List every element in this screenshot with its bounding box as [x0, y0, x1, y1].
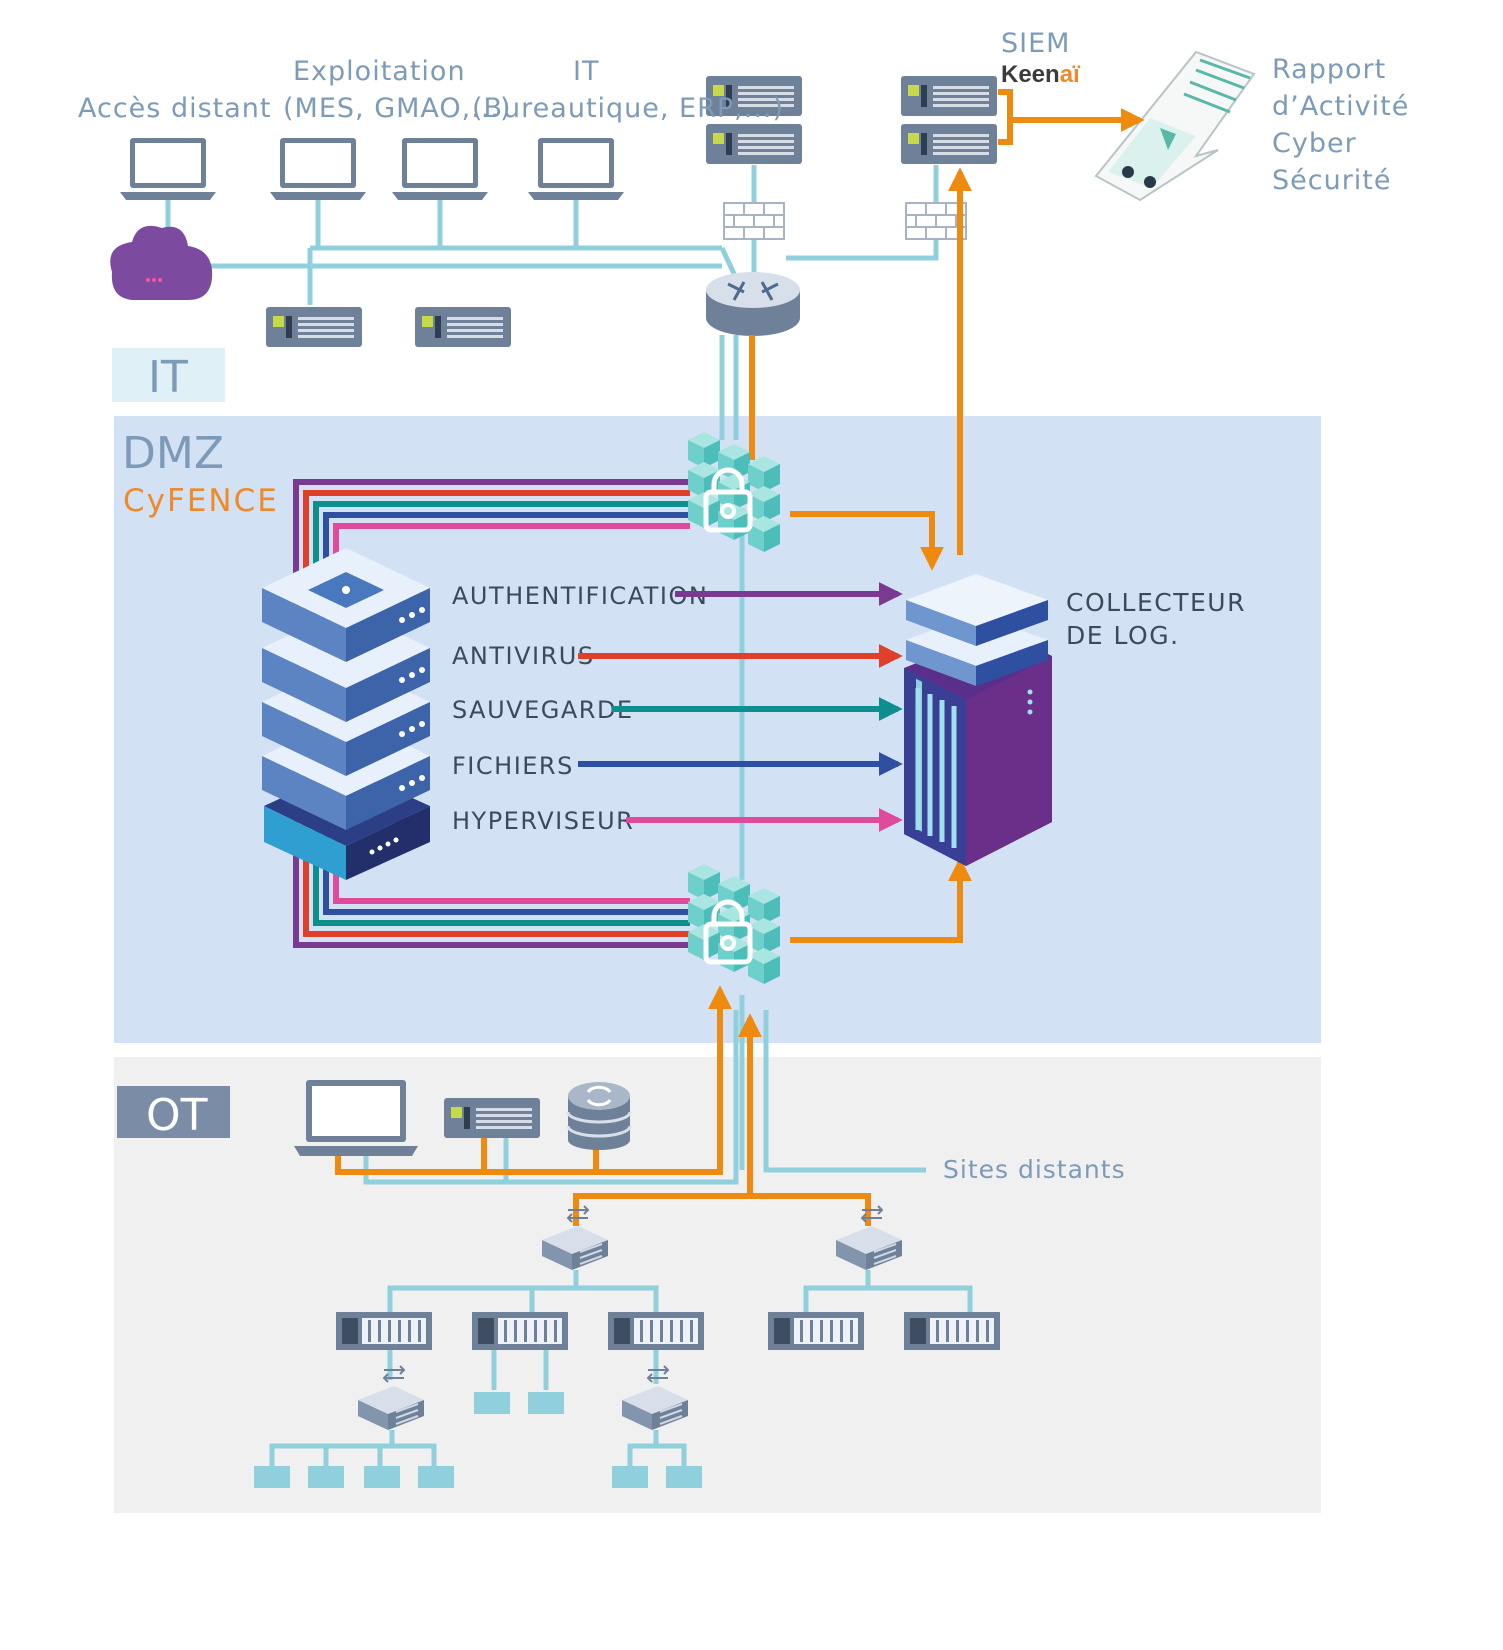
ot-laptop-icon: [294, 1080, 418, 1156]
report-line-1: Rapport: [1272, 54, 1386, 85]
flow-label-antivirus: ANTIVIRUS: [452, 642, 595, 670]
flow-label-authentification: AUTHENTIFICATION: [452, 582, 708, 610]
it-server-2-icon: [415, 307, 511, 347]
remote-sites-label: Sites distants: [943, 1155, 1126, 1184]
ot-server-icon: [444, 1098, 540, 1138]
report-line-4: Sécurité: [1272, 165, 1392, 196]
ot-zone-label: OT: [146, 1090, 208, 1141]
collector-label-line-1: COLLECTEUR: [1066, 588, 1246, 617]
firewall-1-icon: [723, 202, 785, 240]
log-collector-icon: [904, 574, 1052, 866]
flow-hyperviseur: HYPERVISEUR: [452, 807, 903, 835]
it-zone-label: IT: [148, 352, 188, 403]
ot-zone-label-box: [117, 1086, 230, 1138]
flow-fichiers: FICHIERS: [452, 752, 903, 780]
siem-server-2-icon: [901, 124, 997, 164]
router-icon: [706, 272, 800, 336]
dmz-mirror-server-2-icon: [706, 124, 802, 164]
report-line-3: Cyber: [1272, 128, 1357, 159]
plc-4-icon: [768, 1312, 864, 1350]
flow-antivirus: ANTIVIRUS: [452, 642, 903, 670]
plc-3-icon: [608, 1312, 704, 1350]
flow-label-hyperviseur: HYPERVISEUR: [452, 807, 634, 835]
exploitation-laptop-1-icon: [270, 138, 366, 200]
siem-server-1-icon: [901, 76, 997, 116]
remote-access-laptop-icon: [120, 138, 216, 200]
report-document-icon: [1094, 50, 1256, 202]
ot-network-lines: [269, 1010, 973, 1466]
server-stack-icon: [262, 548, 430, 880]
it-sub-label: (Bureautique, ERP,...): [472, 93, 784, 124]
ot-database-icon: [566, 1082, 632, 1150]
plc-1-icon: [336, 1312, 432, 1350]
lower-diode-to-collector-line: [790, 857, 972, 943]
it-title-label: IT: [573, 56, 599, 87]
cloud-icon: [110, 225, 213, 300]
field-device-6-icon: [418, 1466, 454, 1488]
flow-label-fichiers: FICHIERS: [452, 752, 574, 780]
flow-label-sauvegarde: SAUVEGARDE: [452, 696, 634, 724]
keenai-logo: Keenaï: [1001, 61, 1081, 88]
it-network-lines: [165, 165, 939, 1170]
field-device-1-icon: [474, 1392, 510, 1414]
remote-access-label: Accès distant: [78, 93, 271, 124]
flow-sauvegarde: SAUVEGARDE: [452, 696, 903, 724]
siem-label: SIEM: [1001, 28, 1070, 59]
dmz-zone-label: DMZ: [122, 428, 224, 479]
plc-2-icon: [472, 1312, 568, 1350]
field-device-5-icon: [364, 1466, 400, 1488]
keenai-logo-part1: Keen: [1001, 61, 1060, 88]
keenai-logo-part2: aï: [1060, 61, 1081, 88]
exploitation-sub-label: (MES, GMAO,...): [283, 93, 512, 124]
it-zone-label-box: [112, 348, 225, 402]
field-device-3-icon: [254, 1466, 290, 1488]
field-device-2-icon: [528, 1392, 564, 1414]
report-line-2: d’Activité: [1272, 91, 1409, 122]
it-laptop-icon: [528, 138, 624, 200]
log-flow-lines-top: [749, 89, 1145, 571]
field-device-7-icon: [612, 1466, 648, 1488]
cyfence-logo: CyFENCE: [123, 483, 279, 519]
it-server-1-icon: [266, 307, 362, 347]
exploitation-laptop-2-icon: [392, 138, 488, 200]
flow-authentification: AUTHENTIFICATION: [452, 582, 903, 610]
collector-label-line-2: DE LOG.: [1066, 621, 1180, 650]
exploitation-title-label: Exploitation: [293, 56, 466, 87]
plc-5-icon: [904, 1312, 1000, 1350]
field-device-8-icon: [666, 1466, 702, 1488]
field-device-4-icon: [308, 1466, 344, 1488]
